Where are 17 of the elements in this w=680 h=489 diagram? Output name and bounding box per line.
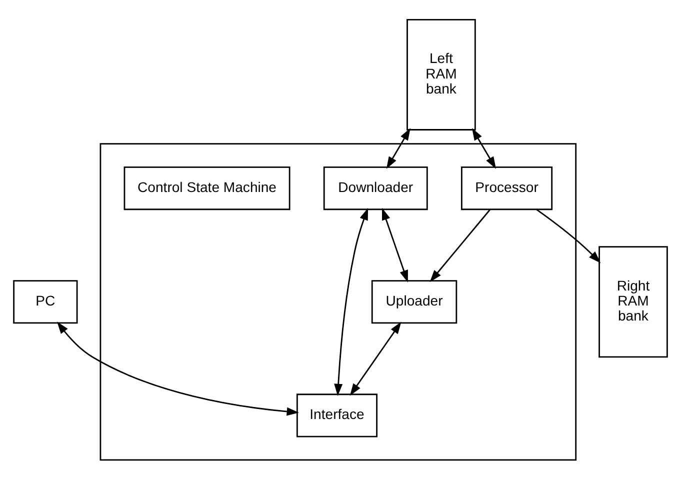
arrow [429, 209, 490, 282]
node-box: Left RAM bank [406, 18, 476, 130]
node-box: Interface [296, 394, 377, 438]
cluster [99, 143, 576, 461]
arrow [471, 128, 496, 169]
node-box: Uploader [370, 280, 457, 324]
node-box: Downloader [322, 166, 428, 210]
arrow [381, 208, 408, 282]
node-box: Right RAM bank [598, 246, 668, 358]
arrow [334, 208, 368, 396]
arrow [56, 322, 298, 416]
node-box: Processor [460, 166, 552, 210]
arrow [349, 322, 401, 396]
arrow [536, 208, 600, 264]
node-box: Control State Machine [123, 166, 290, 210]
arrow [386, 128, 410, 169]
node-box: PC [12, 280, 78, 324]
